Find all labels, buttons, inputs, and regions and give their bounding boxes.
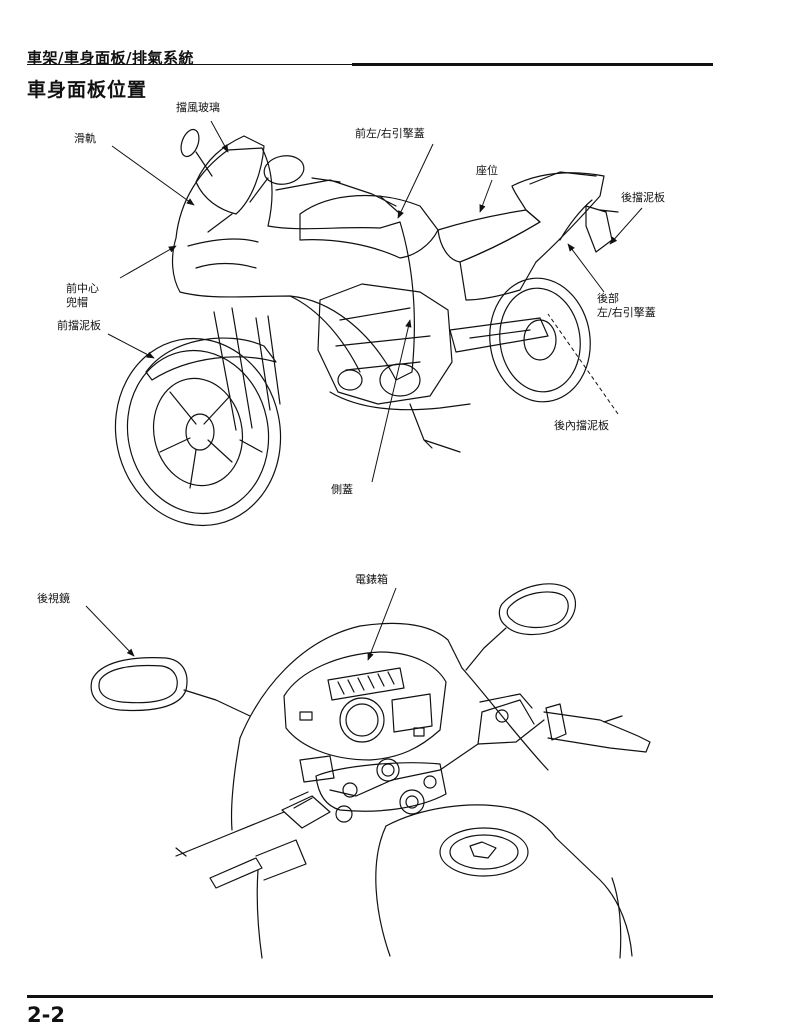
swingarm — [450, 318, 548, 352]
front-wheel — [98, 323, 298, 541]
meter-box-shape — [284, 652, 446, 760]
handlebar — [276, 178, 398, 212]
front-forks — [214, 308, 280, 452]
leader-side-cover — [372, 319, 412, 482]
leader-front-fender — [108, 334, 155, 358]
center-stand — [410, 404, 460, 452]
right-mirror — [466, 584, 575, 670]
cockpit-windscreen — [240, 623, 462, 738]
label-side-cover: 側蓋 — [331, 483, 353, 496]
label-front-side-cover: 前左/右引擎蓋 — [355, 127, 425, 140]
leader-front-side-cover — [398, 144, 433, 219]
engine — [318, 284, 452, 404]
front-fairing — [173, 148, 415, 380]
top-bridge — [300, 756, 446, 822]
label-rear-cowl-1: 後部 — [597, 292, 619, 305]
label-rear-fender: 後擋泥板 — [621, 191, 665, 204]
label-front-center-cowl-1: 前中心 — [66, 282, 99, 295]
label-rear-cowl-2: 左/右引擎蓋 — [597, 306, 656, 319]
cockpit-fairing-sides — [231, 668, 620, 958]
tail-section — [460, 173, 604, 300]
left-mirror — [91, 658, 250, 716]
front-fender-shape — [146, 338, 276, 380]
label-seat: 座位 — [476, 164, 498, 177]
header-rule-thin — [27, 64, 357, 65]
leader-windscreen — [211, 121, 228, 153]
leader-rail — [112, 146, 195, 206]
section-title: 車身面板位置 — [27, 79, 148, 101]
exhaust-pipe — [330, 392, 470, 410]
label-meter-box: 電錶箱 — [355, 573, 388, 586]
cockpit-fuel-tank — [376, 805, 632, 956]
label-mirror: 後視鏡 — [37, 592, 70, 605]
footer-rule — [27, 995, 713, 998]
leader-meter-box — [368, 588, 396, 661]
leader-rear-cowl — [567, 243, 604, 292]
label-rail: 滑軌 — [74, 132, 96, 145]
chapter-heading: 車架/車身面板/排氣系統 — [27, 49, 194, 67]
label-front-center-cowl-2: 兜帽 — [66, 296, 88, 309]
leader-rear-fender — [609, 208, 642, 245]
leader-mirror — [86, 606, 135, 657]
rear-fender-shape — [586, 206, 618, 252]
handlebars — [176, 694, 650, 888]
leader-inner-rear-fender — [548, 314, 618, 414]
leader-seat — [479, 180, 492, 213]
label-front-fender: 前擋泥板 — [57, 319, 101, 332]
leader-front-center-cowl — [120, 246, 177, 278]
label-windscreen: 擋風玻璃 — [176, 101, 220, 114]
page-number: 2-2 — [27, 1003, 65, 1027]
header-rule-thick — [352, 63, 713, 66]
label-inner-rear-fender: 後內擋泥板 — [554, 419, 609, 432]
windscreen-shape — [196, 136, 264, 214]
side-mirrors — [178, 127, 306, 202]
fuel-tank — [300, 196, 438, 258]
